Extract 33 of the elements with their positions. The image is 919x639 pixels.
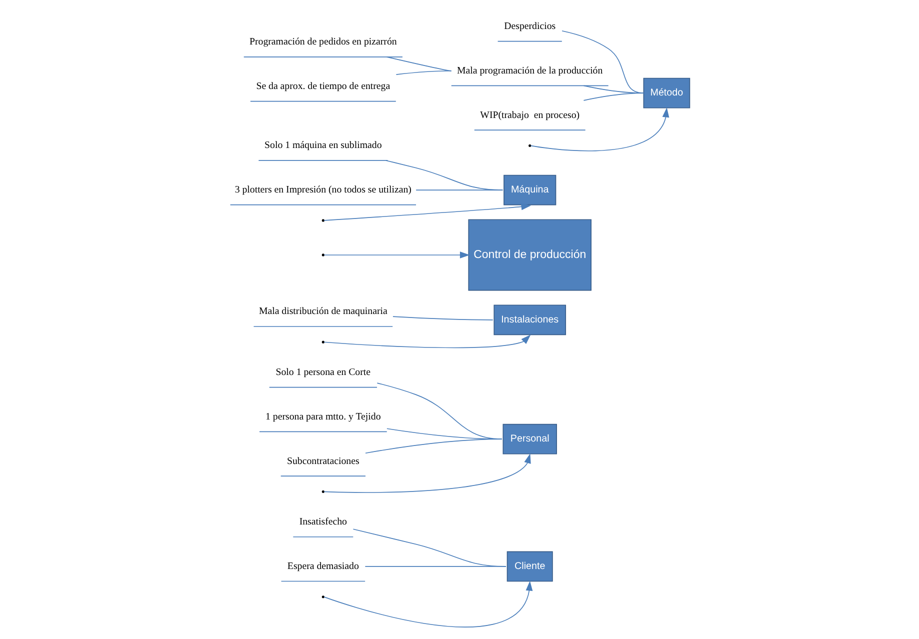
node-text: Mala programación de la producción xyxy=(456,65,602,76)
connector xyxy=(395,70,452,75)
node-text: Se da aprox. de tiempo de entrega xyxy=(256,81,390,92)
node-box: Control de producción xyxy=(468,219,591,291)
connector xyxy=(352,528,506,567)
node-box: Método xyxy=(642,78,690,108)
arrow xyxy=(323,203,531,221)
node-text: Solo 1 persona en Corte xyxy=(275,367,370,378)
node-text: Subcontrataciones xyxy=(286,456,359,467)
node-text: Espera demasiado xyxy=(286,561,358,572)
connector xyxy=(364,566,506,567)
node-text: Solo 1 máquina en sublimado xyxy=(264,140,382,152)
connector xyxy=(392,316,493,320)
node-text: Desperdicios xyxy=(504,21,556,32)
node-text: Insatisfecho xyxy=(298,516,346,528)
node-box: Máquina xyxy=(503,174,556,206)
arrow xyxy=(323,334,530,348)
connector xyxy=(386,56,452,72)
node-box: Instalaciones xyxy=(493,304,566,336)
node-box: Cliente xyxy=(506,551,552,582)
connector xyxy=(582,92,644,101)
node-text: 1 persona para mtto. y Tejido xyxy=(265,411,380,422)
connector xyxy=(384,160,503,190)
connector xyxy=(364,438,502,454)
arrow xyxy=(323,580,532,628)
arrow xyxy=(323,454,530,493)
node-text: Mala distribución de maquinaria xyxy=(258,306,387,318)
node-text: 3 plotters en Impresión (no todos se utilizan) xyxy=(234,184,411,196)
node-box: Personal xyxy=(502,424,556,454)
arrow xyxy=(530,107,669,152)
node-text: WIP(trabajo en proceso) xyxy=(480,110,580,121)
node-text: Programación de pedidos en pizarrón xyxy=(249,36,396,48)
arrow xyxy=(323,252,470,258)
